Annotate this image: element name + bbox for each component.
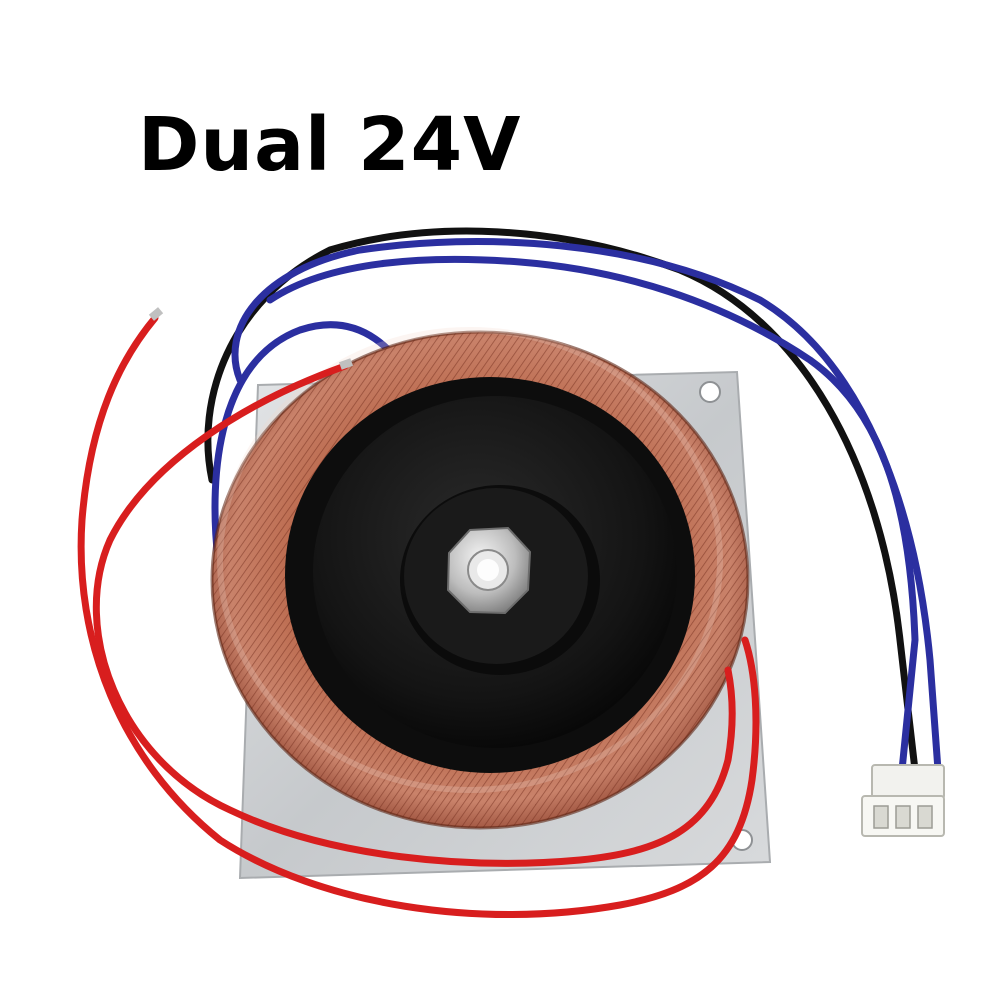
headline: Dual 24V bbox=[138, 102, 522, 188]
plate-hole bbox=[699, 381, 721, 403]
toroidal-transformer bbox=[210, 327, 750, 830]
wire-ends bbox=[148, 307, 354, 370]
three-pin-connector bbox=[861, 764, 945, 837]
wire-blue-back bbox=[231, 238, 942, 774]
center-bolt bbox=[446, 526, 532, 615]
wire-red bbox=[77, 314, 760, 918]
